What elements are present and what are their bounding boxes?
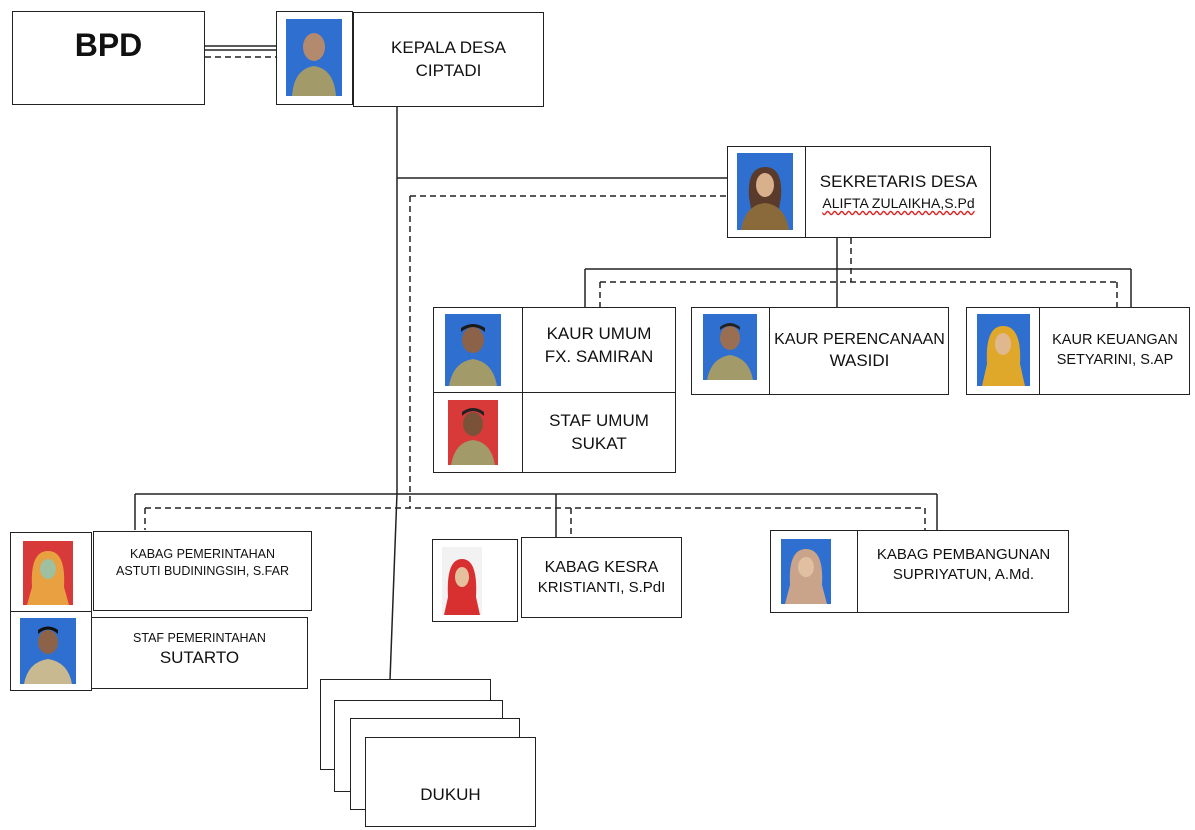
kabag-pemerintahan-name: ASTUTI BUDININGSIH, S.FAR <box>116 564 289 578</box>
kabag-pembangunan-text: KABAG PEMBANGUNAN SUPRIYATUN, A.Md. <box>858 530 1069 600</box>
kepala-text: KEPALA DESA CIPTADI <box>353 12 544 107</box>
kabag-pembangunan-portrait-icon <box>781 539 831 604</box>
sekretaris-text: SEKRETARIS DESA ALIFTA ZULAIKHA,S.Pd <box>806 146 991 238</box>
kabag-kesra-name: KRISTIANTI, S.PdI <box>537 579 666 597</box>
staf-umum-name: SUKAT <box>571 433 627 453</box>
kabag-kesra-text: KABAG KESRA KRISTIANTI, S.PdI <box>521 537 682 618</box>
staf-pemerintahan-portrait-icon <box>20 618 76 684</box>
staf-pemerintahan-name: SUTARTO <box>159 647 240 667</box>
sekretaris-portrait-icon <box>737 153 793 230</box>
staf-umum-box <box>522 392 676 473</box>
kabag-kesra-box <box>521 537 682 618</box>
bpd-label: BPD <box>74 27 143 64</box>
kaur-umum-portrait-icon <box>445 314 501 386</box>
sekretaris-title: SEKRETARIS DESA <box>819 172 978 192</box>
dukuh-label: DUKUH <box>420 784 481 804</box>
kepala-title: KEPALA DESA <box>391 37 506 57</box>
kabag-pemerintahan-portrait-icon <box>23 541 73 605</box>
kabag-pembangunan-name: SUPRIYATUN, A.Md. <box>892 566 1035 583</box>
kepala-box <box>353 12 544 107</box>
dukuh-box <box>365 737 536 827</box>
sekretaris-name: ALIFTA ZULAIKHA,S.Pd <box>822 195 975 212</box>
kaur-keuangan-text: KAUR KEUANGAN SETYARINI, S.AP <box>1040 307 1190 395</box>
kabag-pemerintahan-title: KABAG PEMERINTAHAN <box>130 547 275 562</box>
staf-pemerintahan-box <box>91 617 308 689</box>
kabag-kesra-portrait-icon <box>442 547 482 615</box>
kaur-perencanaan-title: KAUR PERENCANAAN <box>774 330 945 348</box>
kaur-perencanaan-name: WASIDI <box>829 351 890 371</box>
kabag-pemerintahan-text: KABAG PEMERINTAHAN ASTUTI BUDININGSIH, S… <box>93 531 312 595</box>
staf-umum-title: STAF UMUM <box>549 410 649 430</box>
bpd-box <box>12 11 205 105</box>
kaur-perencanaan-text: KAUR PERENCANAAN WASIDI <box>770 307 949 395</box>
kaur-keuangan-title: KAUR KEUANGAN <box>1052 332 1178 349</box>
staf-pemerintahan-text: STAF PEMERINTAHAN SUTARTO <box>91 617 308 683</box>
kaur-umum-title: KAUR UMUM <box>546 324 652 344</box>
staf-umum-text: STAF UMUM SUKAT <box>522 392 676 473</box>
kaur-keuangan-portrait-icon <box>977 314 1030 386</box>
staf-umum-portrait-icon <box>448 400 498 465</box>
kaur-keuangan-name: SETYARINI, S.AP <box>1056 352 1174 368</box>
kaur-umum-name: FX. SAMIRAN <box>544 347 654 366</box>
kaur-perencanaan-portrait-icon <box>703 314 757 380</box>
staf-pemerintahan-title: STAF PEMERINTAHAN <box>133 631 266 646</box>
kepala-portrait-icon <box>286 19 342 96</box>
kabag-pemerintahan-box <box>93 531 312 611</box>
kaur-umum-text: KAUR UMUM FX. SAMIRAN <box>522 307 676 385</box>
kabag-kesra-title: KABAG KESRA <box>544 558 659 576</box>
kepala-name: CIPTADI <box>415 60 482 80</box>
kabag-pembangunan-title: KABAG PEMBANGUNAN <box>876 545 1051 563</box>
